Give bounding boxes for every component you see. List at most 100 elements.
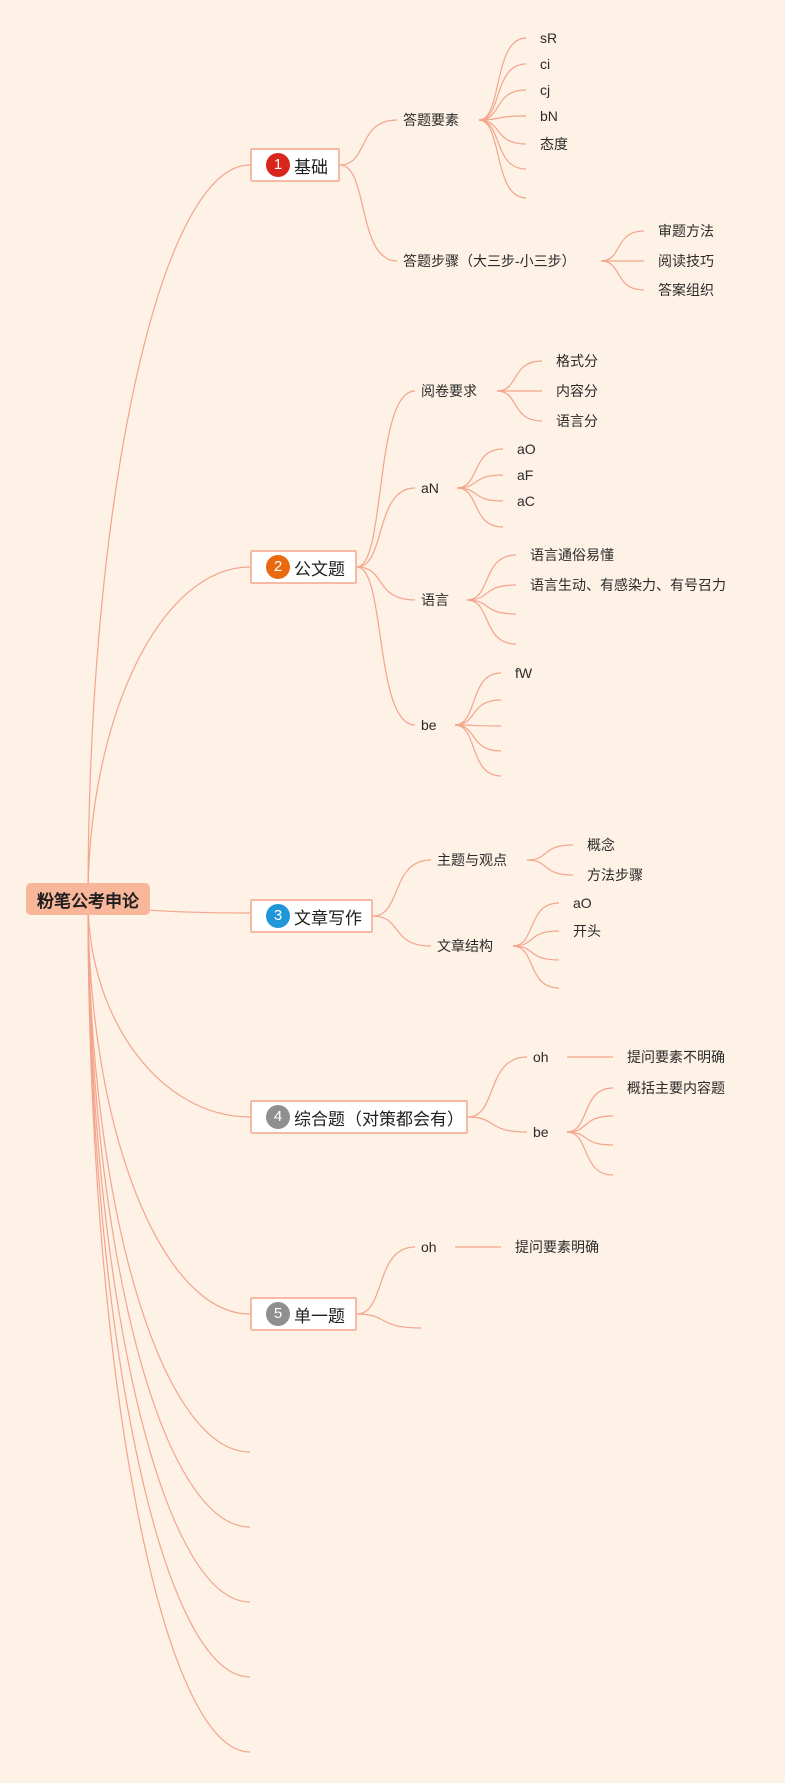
leaf-connector <box>454 699 502 726</box>
leaf-topic[interactable]: 概括主要内容题 <box>627 1080 725 1096</box>
leaf-connector <box>454 724 502 752</box>
leaf-topic[interactable]: 方法步骤 <box>587 867 643 883</box>
subtopic[interactable]: 文章结构 <box>437 938 493 954</box>
empty-branch-connector <box>87 899 251 1753</box>
leaf-connector <box>456 487 504 528</box>
branch-label: 基础 <box>294 157 328 177</box>
leaf-connector <box>454 672 502 726</box>
leaf-topic[interactable]: 语言分 <box>556 413 598 429</box>
empty-subtopic-connector <box>356 1313 422 1329</box>
leaf-connector <box>466 554 517 601</box>
leaf-connector <box>512 930 560 947</box>
subtopic[interactable]: 主题与观点 <box>437 852 507 868</box>
subtopic-connector <box>356 390 416 568</box>
leaf-topic[interactable]: 内容分 <box>556 383 598 399</box>
leaf-topic[interactable]: 概念 <box>587 837 615 853</box>
subtopic-connector <box>372 859 432 917</box>
leaf-connector <box>600 260 645 291</box>
subtopic[interactable]: 阅卷要求 <box>421 383 477 399</box>
subtopic[interactable]: oh <box>421 1239 437 1255</box>
branch-label: 文章写作 <box>294 908 362 928</box>
branch-connector-2 <box>87 566 251 901</box>
subtopic-connector <box>339 119 398 166</box>
branch-label: 单一题 <box>294 1306 345 1326</box>
leaf-topic[interactable]: bN <box>540 108 558 124</box>
leaf-connector <box>566 1087 614 1133</box>
leaf-topic[interactable]: 阅读技巧 <box>658 253 714 269</box>
branch-label: 综合题（对策都会有） <box>294 1109 464 1129</box>
leaf-topic[interactable]: 审题方法 <box>658 223 714 239</box>
leaf-topic[interactable]: 开头 <box>573 923 601 939</box>
leaf-topic[interactable]: fW <box>515 665 533 681</box>
leaf-topic[interactable]: aO <box>517 441 536 457</box>
number-badge-icon: 4 <box>266 1105 290 1129</box>
leaf-topic[interactable]: 提问要素明确 <box>515 1239 599 1255</box>
leaf-topic[interactable]: 语言生动、有感染力、有号召力 <box>530 577 726 593</box>
leaf-connector <box>478 63 527 121</box>
leaf-connector <box>496 390 543 422</box>
branch-connector-5 <box>87 899 251 1315</box>
root-topic[interactable]: 粉笔公考申论 <box>26 883 150 915</box>
leaf-topic[interactable]: 格式分 <box>556 353 598 369</box>
leaf-connector <box>526 859 574 876</box>
leaf-topic[interactable]: 态度 <box>540 136 568 152</box>
empty-branch-connector <box>87 899 251 1678</box>
leaf-connector <box>478 89 527 121</box>
subtopic[interactable]: 答题步骤（大三步-小三步） <box>403 253 576 269</box>
branch-label: 公文题 <box>294 559 345 579</box>
leaf-connector <box>566 1115 614 1133</box>
subtopic[interactable]: 答题要素 <box>403 112 459 128</box>
leaf-topic[interactable]: aC <box>517 493 535 509</box>
subtopic-connector <box>372 915 432 947</box>
subtopic-connector <box>356 487 416 568</box>
leaf-connector <box>496 360 543 392</box>
leaf-topic[interactable]: 答案组织 <box>658 282 714 298</box>
number-badge-icon: 1 <box>266 153 290 177</box>
leaf-topic[interactable]: 提问要素不明确 <box>627 1049 725 1065</box>
empty-branch-connector <box>87 899 251 1603</box>
number-badge-icon: 2 <box>266 555 290 579</box>
leaf-connector <box>478 119 527 170</box>
leaf-topic[interactable]: ci <box>540 56 551 72</box>
subtopic-connector <box>356 1246 416 1315</box>
subtopic[interactable]: 语言 <box>421 592 449 608</box>
leaf-connector <box>478 119 527 199</box>
number-badge-icon: 3 <box>266 904 290 928</box>
leaf-connector <box>456 448 504 489</box>
subtopic-connector <box>339 164 398 262</box>
leaf-connector <box>512 945 560 989</box>
number-badge-icon: 5 <box>266 1302 290 1326</box>
subtopic[interactable]: be <box>533 1124 549 1140</box>
leaf-connector <box>478 115 527 121</box>
empty-branch-connector <box>87 899 251 1528</box>
subtopic[interactable]: oh <box>533 1049 549 1065</box>
subtopic-connector <box>467 1056 528 1118</box>
leaf-topic[interactable]: aF <box>517 467 534 483</box>
leaf-connector <box>526 844 574 861</box>
leaf-connector <box>466 599 517 645</box>
leaf-connector <box>456 474 504 489</box>
leaf-connector <box>466 584 517 601</box>
leaf-connector <box>478 37 527 121</box>
subtopic-connector <box>356 566 416 601</box>
leaf-connector <box>566 1131 614 1176</box>
subtopic[interactable]: be <box>421 717 437 733</box>
leaf-topic[interactable]: 语言通俗易懂 <box>530 547 614 563</box>
leaf-topic[interactable]: cj <box>540 82 551 98</box>
leaf-topic[interactable]: sR <box>540 30 558 46</box>
branch-connector-4 <box>87 899 251 1118</box>
leaf-connector <box>600 230 645 262</box>
branch-connector-1 <box>87 164 251 901</box>
leaf-topic[interactable]: aO <box>573 895 592 911</box>
subtopic-connector <box>467 1116 528 1133</box>
leaf-connector <box>454 724 502 777</box>
empty-branch-connector <box>87 899 251 1453</box>
subtopic[interactable]: aN <box>421 480 439 496</box>
